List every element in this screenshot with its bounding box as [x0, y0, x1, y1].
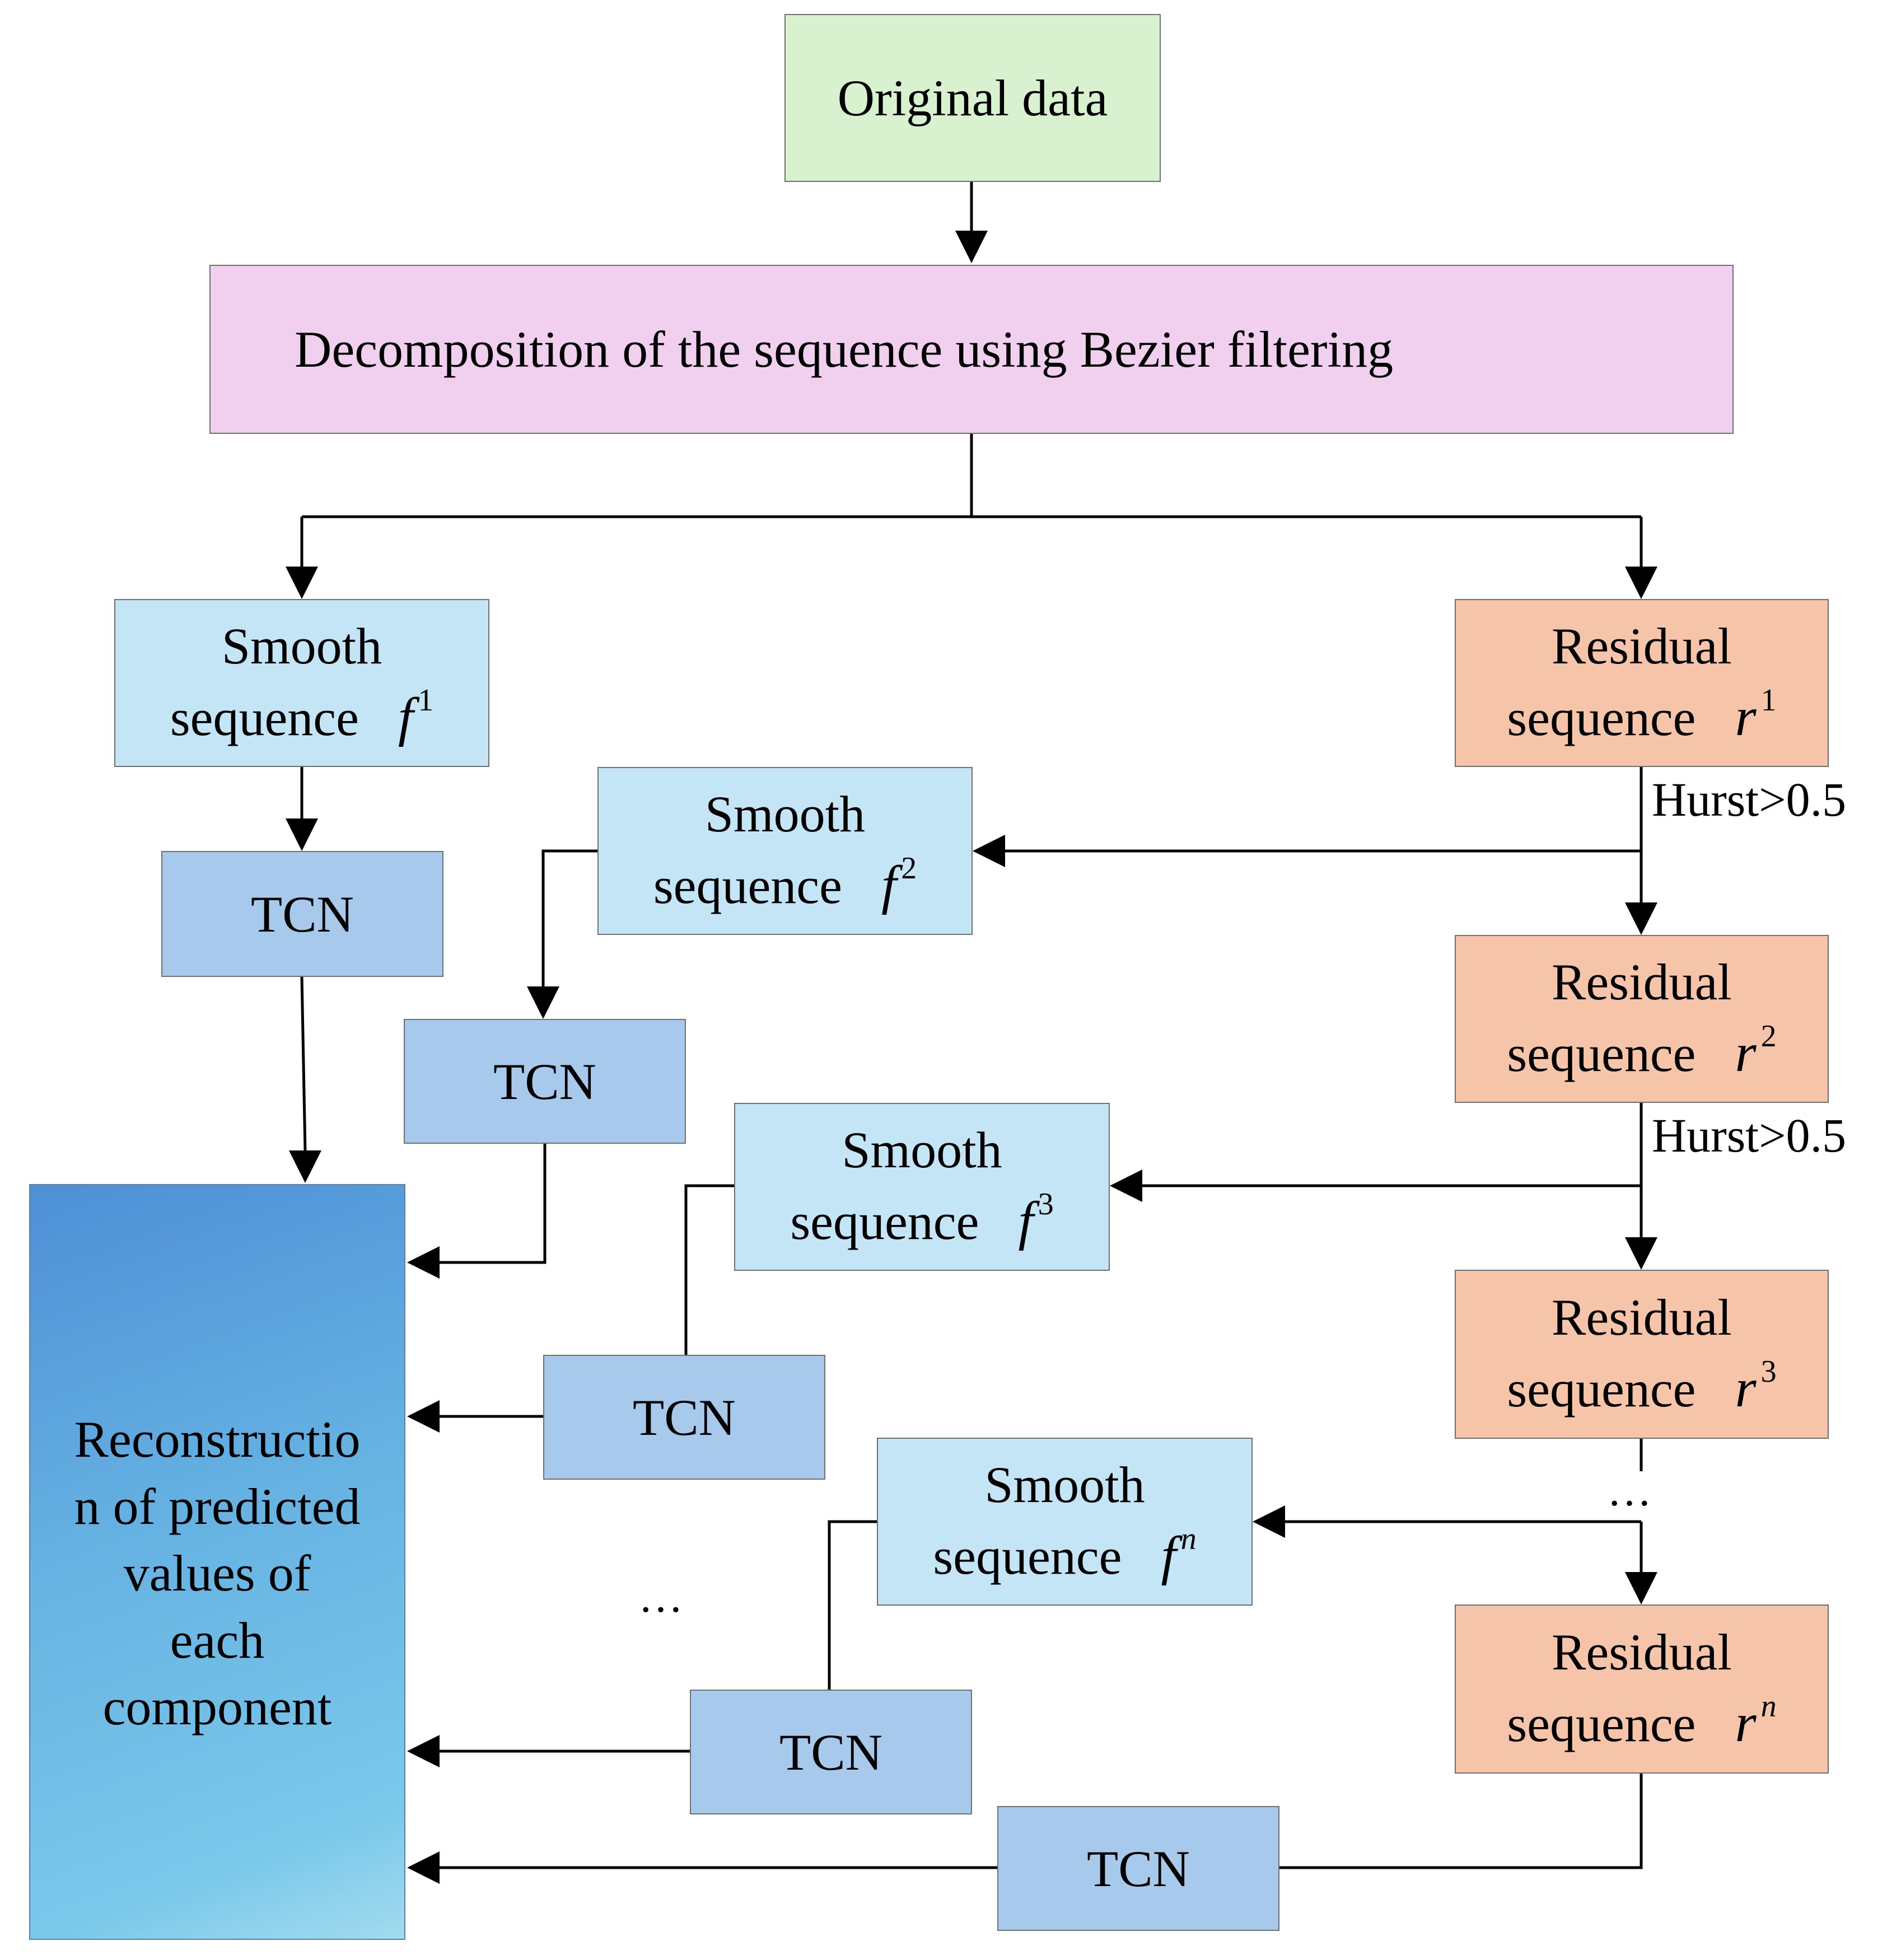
smooth-n-word: Smooth [984, 1456, 1145, 1513]
reconstruction-line-4: each [170, 1611, 265, 1669]
residual-3-sequence-word: sequence [1507, 1360, 1696, 1418]
arrowhead [407, 1851, 440, 1884]
smooth-2-sequence-word: sequence [653, 857, 842, 914]
arrowhead [527, 986, 559, 1019]
tcn-n-label: TCN [779, 1723, 882, 1781]
hurst-label-2: Hurst>0.5 [1652, 1108, 1847, 1162]
arrowhead [1625, 1572, 1657, 1605]
tcn-3-label: TCN [633, 1388, 736, 1446]
smooth-n-superscript: n [1180, 1521, 1197, 1556]
residual-3-symbol: r [1735, 1358, 1757, 1419]
smooth-2-superscript: 2 [901, 850, 917, 886]
connector-residualn-to-tcn-bottom [1279, 1774, 1643, 1869]
tcn-box-1: TCN [161, 851, 443, 977]
smooth-2-symbol: f [881, 854, 897, 915]
residual-1-sequence-word: sequence [1507, 689, 1696, 746]
residual-2-superscript: 2 [1760, 1018, 1777, 1054]
smooth-3-superscript: 3 [1038, 1186, 1054, 1222]
smooth-1-sequence-word: sequence [170, 689, 359, 746]
arrowhead [286, 567, 318, 599]
tcn-box-2: TCN [404, 1019, 686, 1144]
arrow-tcn2-to-recon [440, 1144, 547, 1264]
reconstruction-box: Reconstructio n of predicted values of e… [29, 1184, 405, 1940]
smooth-n-sequence-word: sequence [933, 1527, 1122, 1585]
connector-decomposition-split [302, 434, 1641, 518]
tcn-box-3: TCN [543, 1355, 825, 1480]
residual-2-word: Residual [1552, 953, 1732, 1011]
residual-n-word: Residual [1552, 1624, 1732, 1681]
smooth-3-sequence-word: sequence [790, 1192, 979, 1250]
residual-n-sequence-word: sequence [1507, 1695, 1696, 1752]
smooth-3-symbol: f [1018, 1190, 1034, 1251]
arrowhead [1625, 902, 1657, 935]
arrowhead [973, 835, 1005, 867]
decomposition-label: Decomposition of the sequence using Bezi… [295, 321, 1394, 378]
arrowhead [1253, 1505, 1285, 1538]
tcn-2-label: TCN [493, 1052, 596, 1110]
reconstruction-line-2: n of predicted [74, 1477, 361, 1535]
smooth-1-word: Smooth [221, 618, 382, 675]
arrowhead [289, 1150, 321, 1183]
residual-n-superscript: n [1760, 1688, 1777, 1724]
reconstruction-label: Reconstructio n of predicted values of e… [30, 1406, 404, 1741]
arrowhead [1625, 1237, 1657, 1270]
arrowhead [407, 1400, 440, 1433]
reconstruction-line-1: Reconstructio [74, 1411, 361, 1468]
arrowhead [407, 1735, 440, 1767]
residual-1-superscript: 1 [1760, 682, 1777, 718]
residual-2-sequence-word: sequence [1507, 1025, 1696, 1082]
arrowhead [1110, 1170, 1142, 1202]
connector-smoothn-to-tcnn [828, 1520, 877, 1690]
residual-3-superscript: 3 [1760, 1354, 1777, 1389]
arrow-smooth2-to-tcn2 [541, 849, 597, 986]
reconstruction-line-5: component [102, 1678, 332, 1736]
hurst-label-1: Hurst>0.5 [1652, 773, 1847, 826]
connector-smooth3-to-tcn3 [684, 1184, 734, 1355]
arrowhead [407, 1246, 440, 1279]
arrowhead [286, 818, 318, 851]
arrowhead [955, 231, 988, 263]
smooth-n-symbol: f [1161, 1525, 1176, 1586]
tcn-bottom-label: TCN [1087, 1840, 1190, 1897]
smooth-1-symbol: f [398, 686, 414, 747]
arrowhead [1625, 567, 1657, 599]
smooth-3-word: Smooth [842, 1121, 1002, 1178]
original-data-box: Original data [784, 14, 1161, 182]
residual-3-word: Residual [1552, 1289, 1732, 1346]
tcn-1-label: TCN [251, 885, 354, 943]
residual-1-word: Residual [1552, 618, 1732, 675]
tcn-box-n: TCN [690, 1690, 972, 1814]
reconstruction-line-3: values of [123, 1545, 311, 1602]
ellipsis-middle: … [638, 1573, 689, 1622]
ellipsis-residual: … [1607, 1466, 1657, 1515]
original-data-label: Original data [837, 69, 1108, 127]
residual-2-symbol: r [1735, 1022, 1757, 1083]
tcn-box-bottom: TCN [997, 1806, 1279, 1931]
decomposition-box: Decomposition of the sequence using Bezi… [209, 265, 1734, 434]
arrow-tcn1-to-recon [300, 976, 307, 1151]
smooth-2-word: Smooth [704, 785, 866, 843]
residual-n-symbol: r [1735, 1692, 1757, 1753]
residual-1-symbol: r [1735, 686, 1757, 747]
smooth-1-superscript: 1 [418, 682, 434, 718]
